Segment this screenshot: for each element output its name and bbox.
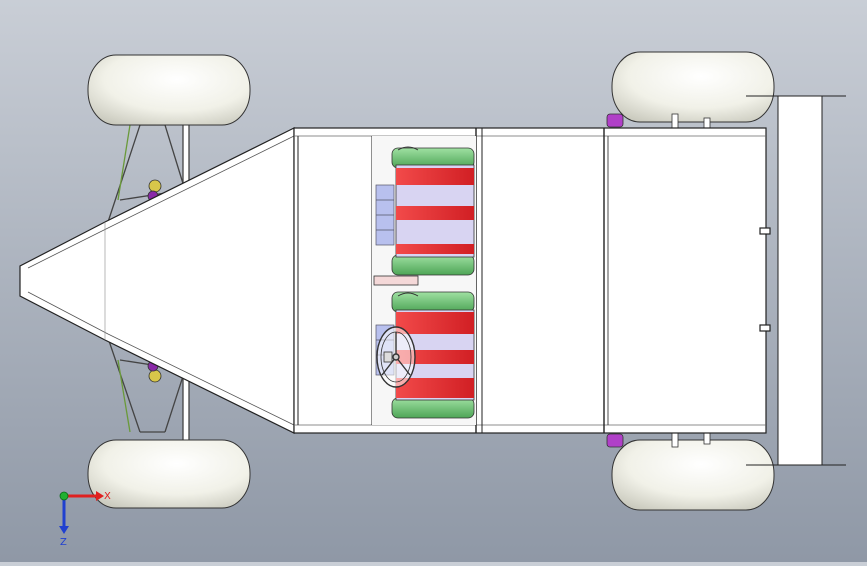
seat-icon (375, 146, 475, 276)
nose-cone[interactable] (19, 127, 295, 434)
tire-front-left[interactable] (87, 54, 251, 126)
steering-wheel-icon (376, 326, 416, 388)
tire-icon (611, 51, 775, 123)
tire-rear-right[interactable] (611, 439, 775, 511)
rear-hubs (606, 113, 711, 448)
tire-front-right[interactable] (87, 439, 251, 509)
rear-wing[interactable] (746, 95, 846, 466)
center-console (373, 275, 419, 286)
tire-icon (87, 54, 251, 126)
chassis-body[interactable] (293, 127, 771, 434)
tire-icon (87, 439, 251, 509)
coordinate-triad: X Z (59, 491, 111, 548)
triad-z-label: Z (60, 537, 67, 548)
steering-wheel[interactable] (376, 326, 416, 388)
rear-wing-icon (777, 95, 823, 466)
tire-rear-left[interactable] (611, 51, 775, 123)
triad-x-label: X (104, 491, 111, 502)
tire-icon (611, 439, 775, 511)
seat-upper[interactable] (375, 146, 475, 276)
triad-y-axis (59, 491, 69, 501)
